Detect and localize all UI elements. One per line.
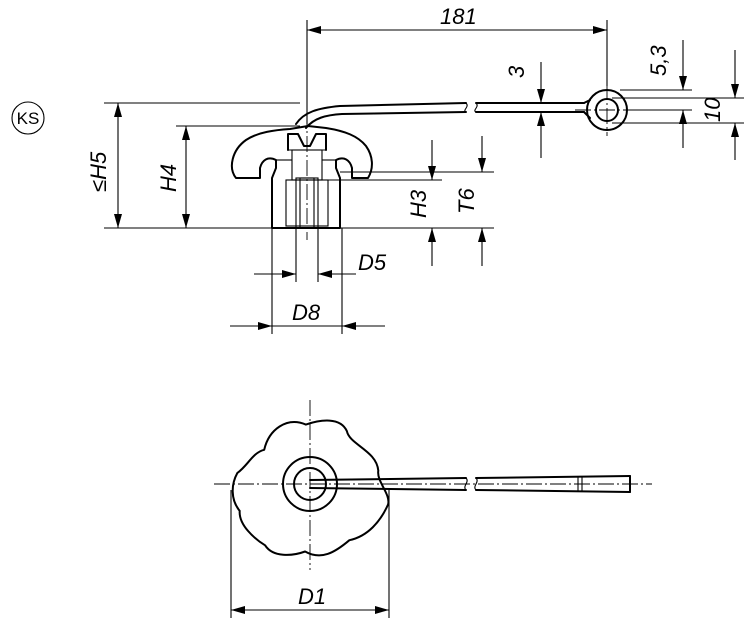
side-view <box>230 84 652 240</box>
dim-5-3-label: 5,3 <box>646 45 671 76</box>
dim-5-3: 5,3 <box>620 40 692 148</box>
dim-d1-label: D1 <box>298 584 326 609</box>
dim-3-label: 3 <box>504 65 529 78</box>
dim-h3: H3 <box>328 140 494 266</box>
dim-3: 3 <box>504 62 552 158</box>
dim-h5-label: ≤H5 <box>86 151 111 192</box>
dim-h5: ≤H5 <box>86 102 300 229</box>
dim-d8-label: D8 <box>292 300 321 325</box>
dim-h3-label: H3 <box>406 189 431 218</box>
dim-d5-label: D5 <box>358 250 387 275</box>
dim-h4: H4 <box>156 125 300 228</box>
dim-181: 181 <box>306 4 608 124</box>
dim-t6: T6 <box>340 136 494 266</box>
top-view <box>214 400 652 570</box>
ks-badge-text: KS <box>17 109 40 128</box>
dim-d1: D1 <box>230 490 390 618</box>
star-knob <box>231 419 390 557</box>
ks-badge: KS <box>11 101 45 135</box>
dim-10: 10 <box>612 50 744 160</box>
cable <box>295 102 467 125</box>
dim-d8: D8 <box>230 228 385 334</box>
dim-d5: D5 <box>254 228 387 282</box>
dim-10-label: 10 <box>700 97 725 122</box>
dim-h4-label: H4 <box>156 164 181 192</box>
knob-section <box>230 125 373 229</box>
dim-t6-label: T6 <box>454 188 479 214</box>
dim-181-label: 181 <box>440 4 477 29</box>
